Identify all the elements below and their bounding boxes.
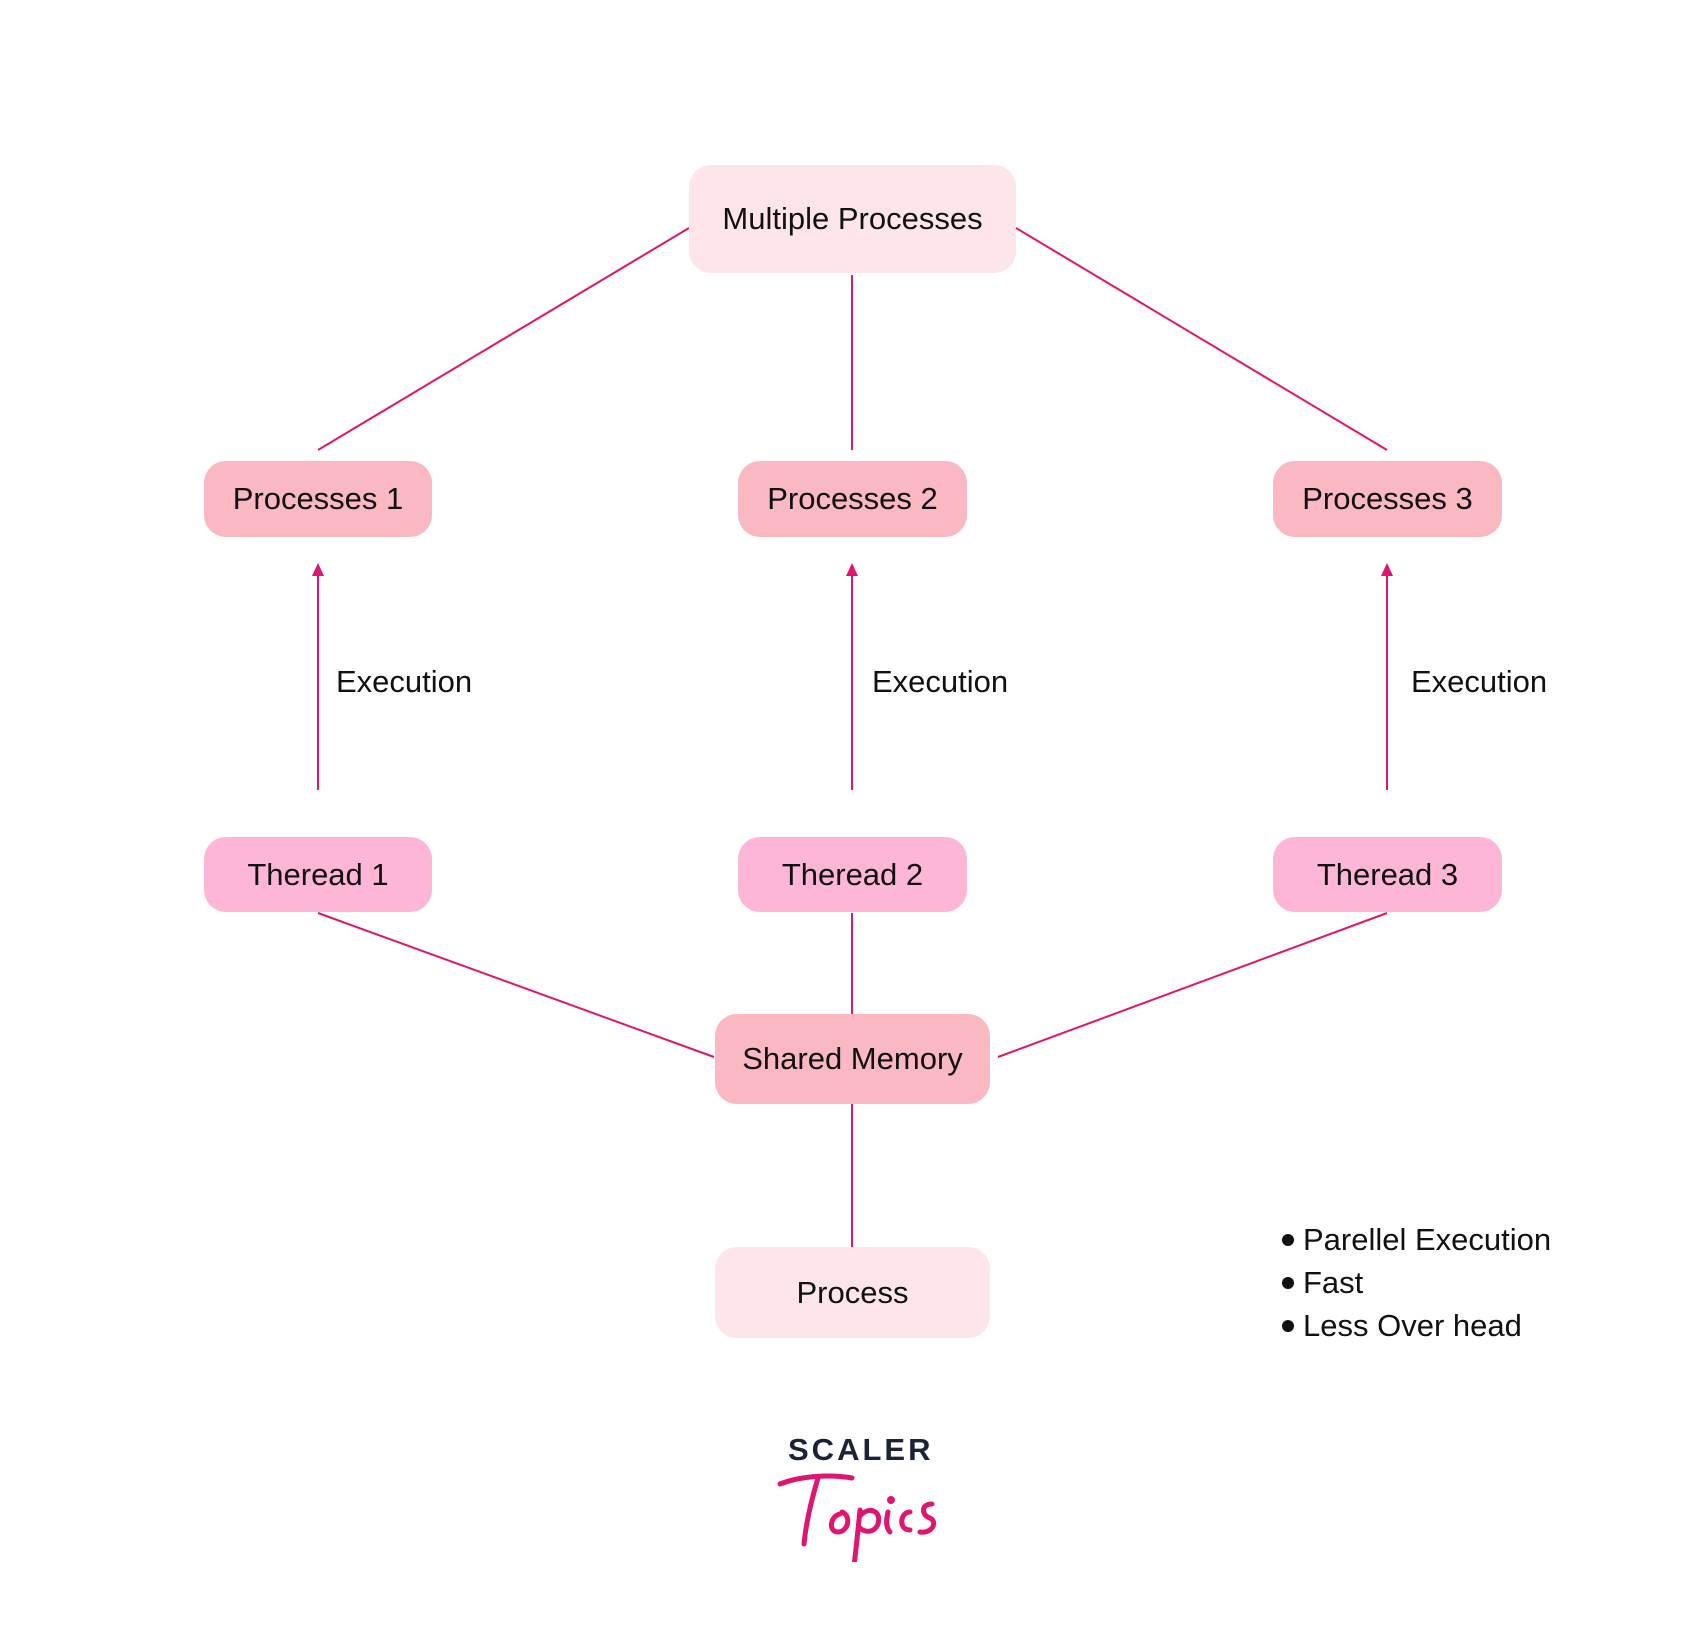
arrowhead-1 <box>312 563 324 576</box>
feature-item-label: Parellel Execution <box>1303 1222 1552 1257</box>
edge-root-to-process-1 <box>317 227 690 451</box>
feature-item-label: Fast <box>1303 1265 1364 1300</box>
feature-item: Less Over head <box>1282 1304 1551 1347</box>
logo-topics-script <box>777 1473 937 1562</box>
feature-list: Parellel Execution Fast Less Over head <box>1282 1218 1551 1347</box>
node-thread-3: Theread 3 <box>1273 837 1502 912</box>
bullet-icon <box>1282 1319 1294 1332</box>
execution-label-3: Execution <box>1411 664 1548 699</box>
arrowhead-2 <box>846 563 858 576</box>
node-thread-3-label: Theread 3 <box>1316 856 1459 892</box>
feature-item: Parellel Execution <box>1282 1218 1551 1261</box>
node-process-2-label: Processes 2 <box>767 481 938 516</box>
node-shared-memory-label: Shared Memory <box>742 1041 963 1076</box>
feature-item-label: Less Over head <box>1303 1308 1522 1343</box>
node-process: Process <box>715 1247 990 1338</box>
feature-item: Fast <box>1282 1261 1551 1304</box>
execution-label-1: Execution <box>336 664 473 699</box>
node-process-1: Processes 1 <box>204 461 432 537</box>
node-process-3: Processes 3 <box>1273 461 1502 537</box>
node-process-3-label: Processes 3 <box>1302 481 1473 516</box>
node-thread-2: Theread 2 <box>738 837 967 912</box>
edge-thread-1-to-shared-memory <box>317 912 715 1058</box>
edge-root-to-process-3 <box>1015 227 1388 451</box>
node-thread-2-label: Theread 2 <box>781 856 924 892</box>
node-process-label: Process <box>796 1274 909 1310</box>
node-process-2: Processes 2 <box>738 461 967 537</box>
logo-wordmark-scaler: SCALER <box>788 1432 934 1467</box>
node-thread-1: Theread 1 <box>204 837 432 912</box>
arrowhead-3 <box>1381 563 1393 576</box>
scaler-topics-logo: SCALER <box>760 1432 940 1562</box>
bullet-icon <box>1282 1276 1294 1289</box>
edge-thread-3-to-shared-memory <box>997 912 1388 1058</box>
bullet-icon <box>1282 1233 1294 1246</box>
node-multiple-processes: Multiple Processes <box>689 165 1016 273</box>
node-shared-memory: Shared Memory <box>715 1014 990 1104</box>
execution-label-2: Execution <box>872 664 1009 699</box>
node-multiple-processes-label: Multiple Processes <box>722 201 983 236</box>
node-thread-1-label: Theread 1 <box>247 856 389 892</box>
node-process-1-label: Processes 1 <box>232 481 404 516</box>
